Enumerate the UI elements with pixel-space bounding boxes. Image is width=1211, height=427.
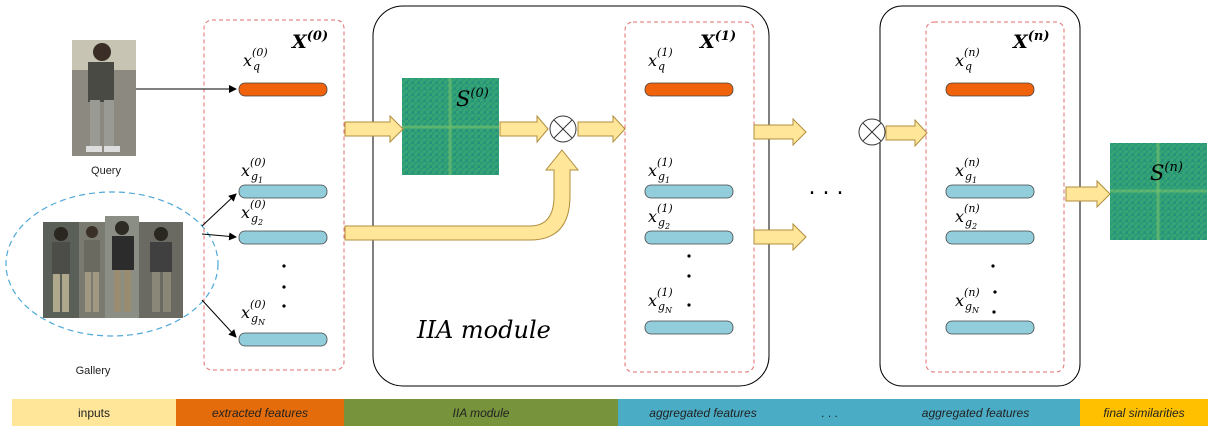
- arrow-mult-to-x1: [577, 114, 626, 144]
- s0-label: S(0): [456, 86, 489, 111]
- xg1-0-label: x(0)g1: [241, 156, 266, 185]
- gallery-to-g1-arrow: [201, 193, 237, 227]
- xg2-0-label: x(0)g2: [241, 198, 266, 227]
- ellipsis-dots: . . .: [809, 175, 844, 200]
- gallery-feature-bar-1-gN: [644, 320, 734, 335]
- gallery-feature-bar-0-g1: [238, 184, 328, 199]
- arrow-gallery-to-mult: [344, 149, 580, 241]
- gallery-feature-bar-0-g2: [238, 230, 328, 245]
- arrow-x1-query-out: [753, 117, 807, 147]
- legend-aggregated-features-1: aggregated features: [618, 399, 788, 426]
- legend-iia-module: IIA module: [344, 399, 618, 426]
- iia-module-label: IIA module: [416, 316, 551, 344]
- xgN-n-label: x(n)gN: [955, 286, 980, 315]
- xq1-label: x(1)q: [648, 46, 673, 73]
- xn-box: [925, 21, 1065, 373]
- gallery-feature-bar-n-g2: [945, 230, 1035, 245]
- query-image: [72, 40, 136, 156]
- xg2-n-label: x(n)g2: [955, 202, 980, 231]
- multiply-circle-n: [858, 118, 886, 146]
- legend-aggregated-features-n: aggregated features: [871, 399, 1080, 426]
- xn-title: X(n): [1012, 29, 1050, 53]
- xg2-1-label: x(1)g2: [648, 202, 673, 231]
- legend-inputs: inputs: [12, 399, 176, 426]
- gallery-label: Gallery: [76, 365, 111, 377]
- query-feature-bar-0: [238, 82, 328, 97]
- legend-extracted-features: extracted features: [176, 399, 344, 426]
- x0-box: [203, 19, 345, 371]
- xg1-1-label: x(1)g1: [648, 156, 673, 185]
- arrow-xn-to-sn: [1065, 179, 1111, 209]
- xqn-label: x(n)q: [955, 46, 980, 73]
- gallery-to-gN-arrow: [201, 299, 237, 338]
- xq0-label: x(0)q: [243, 46, 268, 73]
- query-label: Query: [91, 165, 121, 177]
- sn-label: S(n): [1150, 160, 1183, 185]
- xg1-n-label: x(n)g1: [955, 156, 980, 185]
- x1-box: [624, 21, 755, 373]
- gallery-feature-bar-1-g2: [644, 230, 734, 245]
- legend-bar: inputs extracted features IIA module agg…: [12, 399, 1208, 426]
- query-feature-bar-1: [644, 82, 734, 97]
- legend-ellipsis: . . .: [788, 399, 871, 426]
- x0-title: X(0): [291, 29, 328, 53]
- gallery-feature-bar-1-g1: [644, 184, 734, 199]
- gallery-to-g2-arrow: [201, 232, 237, 241]
- arrow-multn-to-xn: [885, 118, 928, 148]
- vertical-dots: [282, 254, 997, 314]
- gallery-images: [43, 216, 183, 318]
- gallery-ellipse: [5, 191, 219, 337]
- iia-module-box: [372, 5, 770, 387]
- arrow-x0-to-s0: [344, 114, 404, 144]
- gallery-feature-bar-n-gN: [945, 320, 1035, 335]
- arrow-s0-to-mult: [499, 114, 549, 144]
- xgN-0-label: x(0)gN: [241, 298, 266, 327]
- x1-title: X(1): [699, 29, 736, 53]
- xgN-1-label: x(1)gN: [648, 286, 673, 315]
- gallery-feature-bar-n-g1: [945, 184, 1035, 199]
- legend-final-similarities: final similarities: [1080, 399, 1208, 426]
- gallery-feature-bar-0-gN: [238, 332, 328, 347]
- query-feature-bar-n: [945, 82, 1035, 97]
- multiply-circle-1: [549, 115, 577, 143]
- arrow-x1-gallery-out: [753, 222, 807, 252]
- block-arrows: [344, 114, 1111, 252]
